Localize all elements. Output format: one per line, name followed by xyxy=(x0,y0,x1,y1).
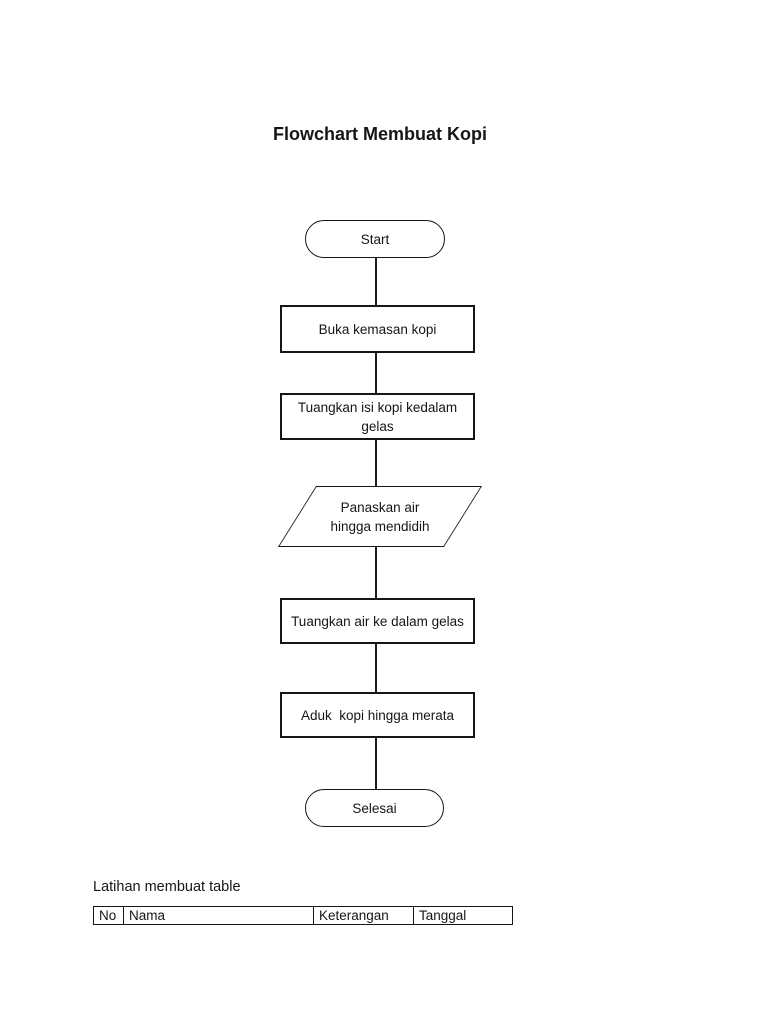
page-title: Flowchart Membuat Kopi xyxy=(272,124,487,144)
header-cell-no: No xyxy=(93,906,124,925)
flowchart-node-tuangkan-isi: Tuangkan isi kopi kedalam gelas xyxy=(280,393,475,440)
flowchart-node-selesai: Selesai xyxy=(305,789,444,827)
node-label-panaskan-air: Panaskan air hingga mendidih xyxy=(330,499,430,534)
node-label-aduk-kopi: Aduk kopi hingga merata xyxy=(300,707,455,723)
flowchart-node-buka-kemasan: Buka kemasan kopi xyxy=(280,305,475,353)
header-cell-keterangan: Keterangan xyxy=(313,906,414,925)
flowchart-node-panaskan-air: Panaskan air hingga mendidih xyxy=(297,486,463,547)
connector-step1-to-step2 xyxy=(375,353,377,393)
connector-step5-to-end xyxy=(375,738,377,789)
header-cell-tanggal: Tanggal xyxy=(413,906,513,925)
connector-step2-to-step3 xyxy=(375,440,377,486)
node-label-tuangkan-isi: Tuangkan isi kopi kedalam gelas xyxy=(297,399,458,434)
flowchart-node-tuangkan-air: Tuangkan air ke dalam gelas xyxy=(280,598,475,644)
node-label-start: Start xyxy=(360,231,390,247)
connector-start-to-step1 xyxy=(375,258,377,305)
header-cell-nama: Nama xyxy=(123,906,314,925)
connector-step3-to-step4 xyxy=(375,547,377,598)
flowchart-node-start: Start xyxy=(305,220,445,258)
connector-step4-to-step5 xyxy=(375,644,377,692)
node-label-selesai: Selesai xyxy=(352,800,397,816)
table-caption: Latihan membuat table xyxy=(93,879,241,895)
flowchart-node-aduk-kopi: Aduk kopi hingga merata xyxy=(280,692,475,738)
practice-table: No Nama Keterangan Tanggal xyxy=(93,906,513,925)
table-header-row: No Nama Keterangan Tanggal xyxy=(93,906,513,925)
node-label-buka-kemasan: Buka kemasan kopi xyxy=(318,321,437,337)
node-label-tuangkan-air: Tuangkan air ke dalam gelas xyxy=(291,613,464,629)
